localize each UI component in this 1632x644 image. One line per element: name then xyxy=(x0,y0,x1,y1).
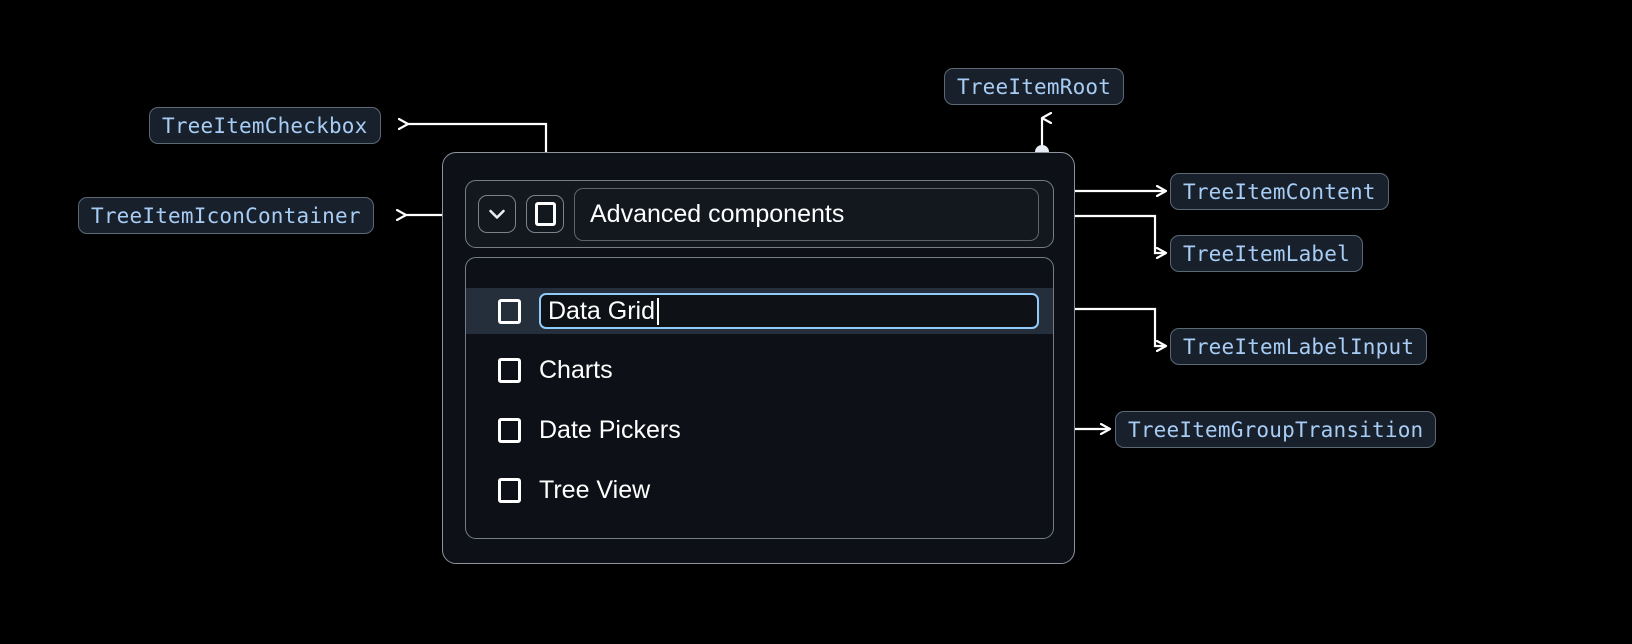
tree-item-label-input[interactable]: Data Grid xyxy=(539,293,1039,329)
annotation-tree-item-icon-container: TreeItemIconContainer xyxy=(78,197,374,234)
tree-item-row-charts[interactable]: Charts xyxy=(466,347,1053,393)
tree-item-label-input-value: Data Grid xyxy=(548,296,655,325)
annotation-label: TreeItemLabel xyxy=(1183,241,1350,266)
tree-item-label-text: Tree View xyxy=(539,475,651,504)
annotation-label: TreeItemContent xyxy=(1183,179,1376,204)
annotation-tree-item-checkbox: TreeItemCheckbox xyxy=(149,107,381,144)
tree-item-group-transition: Data Grid Charts Date Pickers Tree View xyxy=(465,257,1054,539)
tree-item-icon-container[interactable] xyxy=(478,195,516,233)
annotation-label: TreeItemCheckbox xyxy=(162,113,368,138)
annotation-tree-item-root: TreeItemRoot xyxy=(944,68,1125,105)
annotation-tree-item-group-transition: TreeItemGroupTransition xyxy=(1115,411,1437,448)
checkbox-unchecked-icon[interactable] xyxy=(498,357,521,383)
checkbox-unchecked-icon[interactable] xyxy=(498,477,521,503)
tree-item-row-tree-view[interactable]: Tree View xyxy=(466,467,1053,513)
chevron-down-icon xyxy=(489,209,505,219)
tree-item-label-text: Date Pickers xyxy=(539,415,681,444)
annotation-label: TreeItemIconContainer xyxy=(91,203,361,228)
checkbox-unchecked-icon xyxy=(534,202,556,226)
annotation-label: TreeItemLabelInput xyxy=(1183,334,1415,359)
tree-item-row-date-pickers[interactable]: Date Pickers xyxy=(466,407,1053,453)
checkbox-unchecked-icon[interactable] xyxy=(498,298,521,324)
annotation-label: TreeItemRoot xyxy=(957,74,1112,99)
annotation-label: TreeItemGroupTransition xyxy=(1128,417,1424,442)
tree-item-label[interactable]: Advanced components xyxy=(574,187,1039,241)
checkbox-unchecked-icon[interactable] xyxy=(498,417,521,443)
annotation-tree-item-label-input: TreeItemLabelInput xyxy=(1170,328,1428,365)
tree-item-row-data-grid[interactable]: Data Grid xyxy=(466,288,1053,334)
tree-item-content[interactable]: Advanced components xyxy=(465,180,1054,248)
tree-item-label-text: Advanced components xyxy=(590,199,845,228)
text-caret xyxy=(656,297,659,325)
annotation-tree-item-content: TreeItemContent xyxy=(1170,173,1389,210)
annotation-tree-item-label: TreeItemLabel xyxy=(1170,235,1363,272)
tree-item-checkbox[interactable] xyxy=(526,195,564,233)
tree-item-label-text: Charts xyxy=(539,355,613,384)
